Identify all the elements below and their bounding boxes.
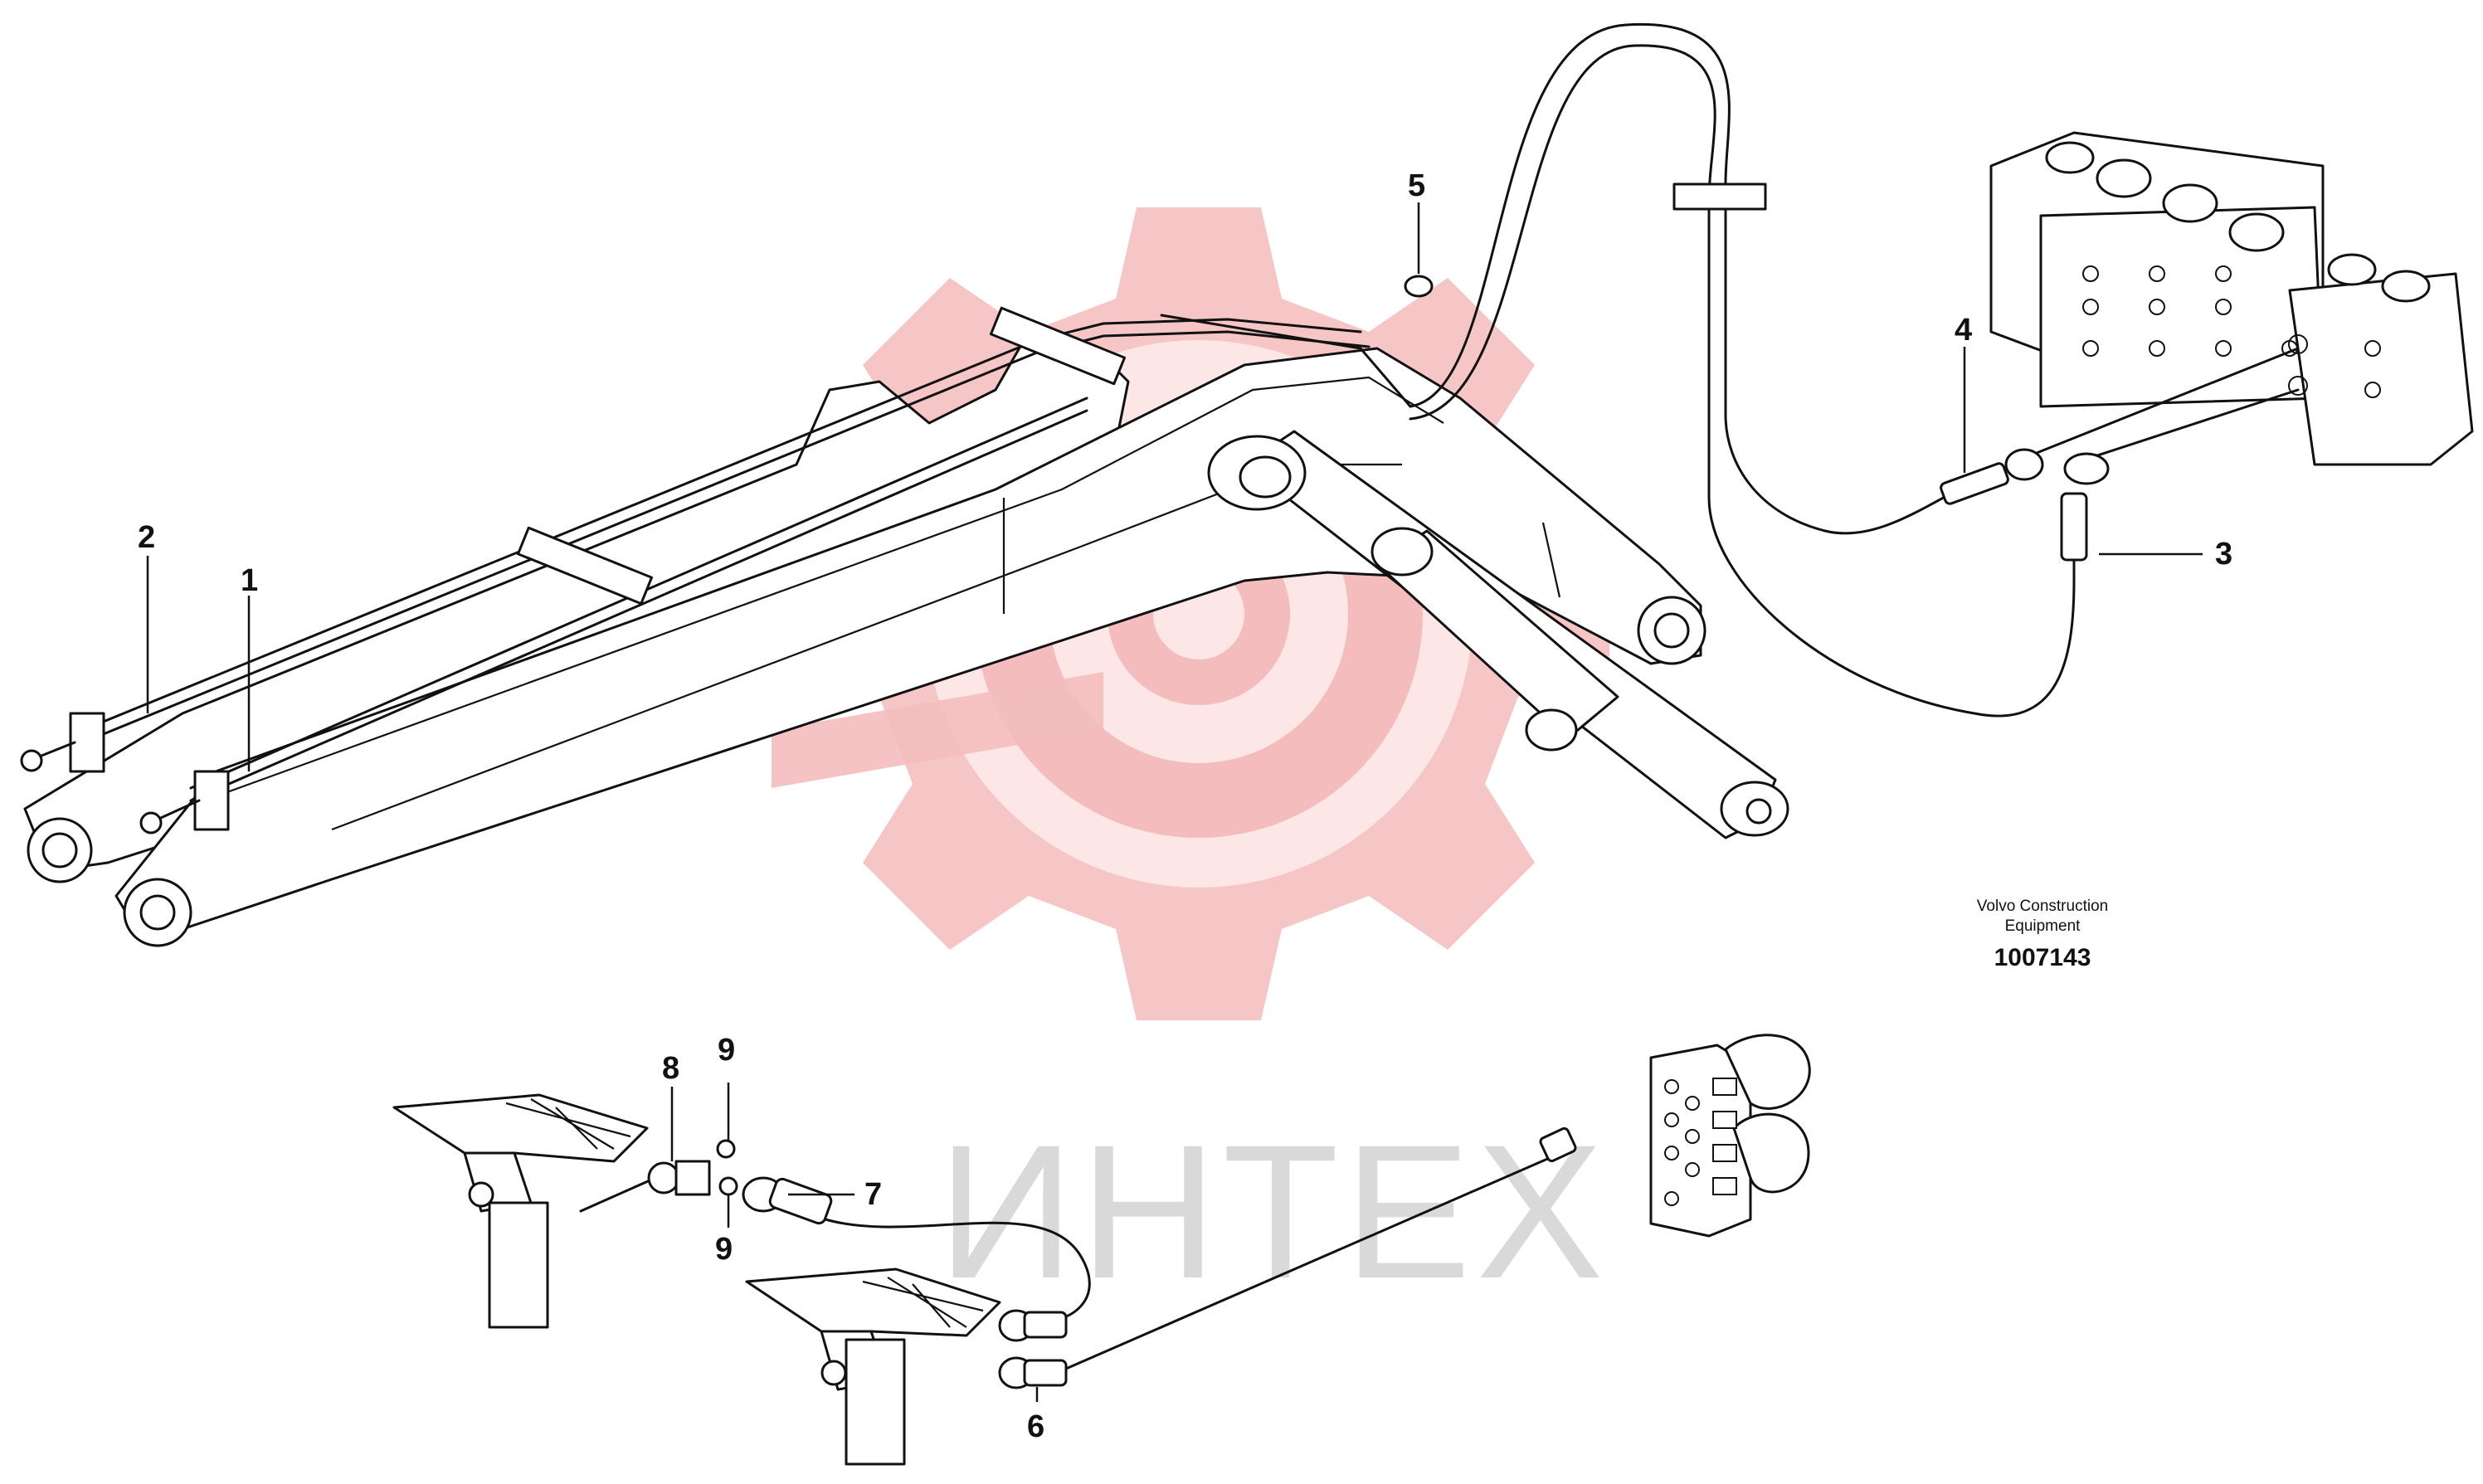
elbow-fitting-8	[647, 1161, 680, 1194]
pipe-to-valve-3	[2081, 388, 2300, 462]
pipe-end-nut-2	[20, 749, 43, 772]
pedal-upper-pivot	[468, 1181, 494, 1208]
drawing-number: 1007143	[1994, 944, 2091, 971]
boom-edge-line-2	[331, 463, 1402, 831]
valve-ports	[2082, 265, 2381, 398]
pilot-valve-adapter	[1539, 1126, 1577, 1163]
pilot-hoses	[1160, 22, 2076, 718]
pedal-assembly	[392, 1034, 1811, 1466]
pedal-upper-leader	[579, 1176, 657, 1213]
hose-6-to-valve	[1064, 1156, 1553, 1370]
boom-pin-left-inner	[139, 894, 176, 931]
cylinder-collar	[1371, 527, 1434, 577]
tube-near-5	[1160, 314, 1412, 408]
cylinder-rod-end-hole	[1745, 798, 1772, 825]
hydraulic-pipe-lower-2	[189, 409, 1088, 802]
cylinder-collar-lower	[1525, 708, 1578, 752]
hose-clamp-upper	[1672, 182, 1767, 211]
control-valve-block	[1940, 131, 2474, 562]
solenoid-3	[2162, 183, 2218, 223]
hose-sleeve-4	[1940, 462, 2009, 505]
callout-9-top: 9	[718, 1033, 735, 1068]
pedal-upper-column	[488, 1201, 549, 1329]
boom-web-line-2	[1541, 522, 1561, 598]
hose-7	[824, 1218, 1091, 1322]
elbow-fitting-8-body	[674, 1160, 711, 1196]
drawing-caption: Volvo Construction Equipment 1007143	[1977, 898, 2108, 971]
pipe-end-block-2	[69, 712, 105, 773]
pipe-clamp-top	[989, 306, 1127, 386]
hose-sleeve-3	[2060, 492, 2088, 562]
pipe-end-block-1	[193, 770, 230, 831]
hose-sleeve-7	[768, 1177, 833, 1225]
hydraulic-pipe-upper	[81, 318, 1362, 732]
callout-9-bottom: 9	[715, 1232, 733, 1267]
pedal-lower-pivot	[820, 1360, 847, 1386]
solenoid-1	[2045, 141, 2095, 174]
solenoid-5	[2327, 253, 2377, 286]
adapter-fitting-4	[2004, 448, 2044, 481]
callout-6: 6	[1027, 1409, 1044, 1444]
elbow-fitting-3	[2063, 452, 2110, 485]
callout-7: 7	[864, 1177, 882, 1212]
solenoid-6	[2381, 270, 2431, 303]
pilot-valve-solenoid	[1724, 1034, 1811, 1110]
pipe-end-nut-1	[139, 811, 163, 834]
pilot-valve-ports	[1664, 1078, 1737, 1206]
hose-outer	[1409, 22, 1976, 535]
callout-3: 3	[2215, 537, 2232, 572]
callout-labels: 1 2 3 4 5 6 7 8 9 9	[138, 168, 2232, 1444]
seal-ring-9-top	[716, 1139, 736, 1159]
seal-ring-9-bottom	[718, 1176, 738, 1196]
caption-line-2: Equipment	[2005, 917, 2081, 935]
pipe-to-valve-4	[2006, 347, 2300, 466]
boom-arm-assembly	[20, 306, 1789, 947]
o-ring-5	[1404, 275, 1434, 298]
hose-sleeve-6-bottom	[1023, 1359, 1068, 1387]
boom-edge-line	[215, 376, 1444, 798]
callout-2: 2	[138, 520, 155, 555]
arm-pin-left-inner	[41, 832, 78, 869]
pipe-end-bolt-1	[152, 799, 201, 823]
callout-5: 5	[1408, 168, 1425, 203]
callout-leaders	[146, 202, 2203, 1402]
solenoid-2	[2096, 158, 2152, 198]
callout-4: 4	[1955, 313, 1972, 348]
callout-8: 8	[662, 1051, 679, 1086]
solenoid-4	[2228, 212, 2285, 252]
callout-1: 1	[241, 563, 258, 598]
cylinder-top-cap-inner	[1239, 455, 1292, 499]
watermark-text: ИНТЕХ	[937, 1105, 1609, 1318]
hydraulic-pipe-upper-2	[81, 330, 1371, 744]
pedal-lower-column	[845, 1338, 906, 1466]
pedal-upper-plate	[392, 1093, 649, 1163]
pedal-lower-crosshatch	[862, 1277, 984, 1328]
pedal-upper-crosshatch	[505, 1098, 631, 1150]
intex-watermark: ИНТЕХ	[747, 207, 1609, 1318]
hose-sleeve-6-top	[1023, 1311, 1068, 1339]
valve-solenoids	[2045, 141, 2431, 303]
caption-line-1: Volvo Construction	[1977, 898, 2108, 915]
boom-pin-right-inner	[1653, 612, 1690, 649]
pipe-clamp-middle	[516, 526, 654, 606]
valve-block-right	[2288, 272, 2474, 466]
pilot-valve-solenoid-2	[1732, 1112, 1810, 1194]
hose-inner	[1409, 44, 2076, 718]
